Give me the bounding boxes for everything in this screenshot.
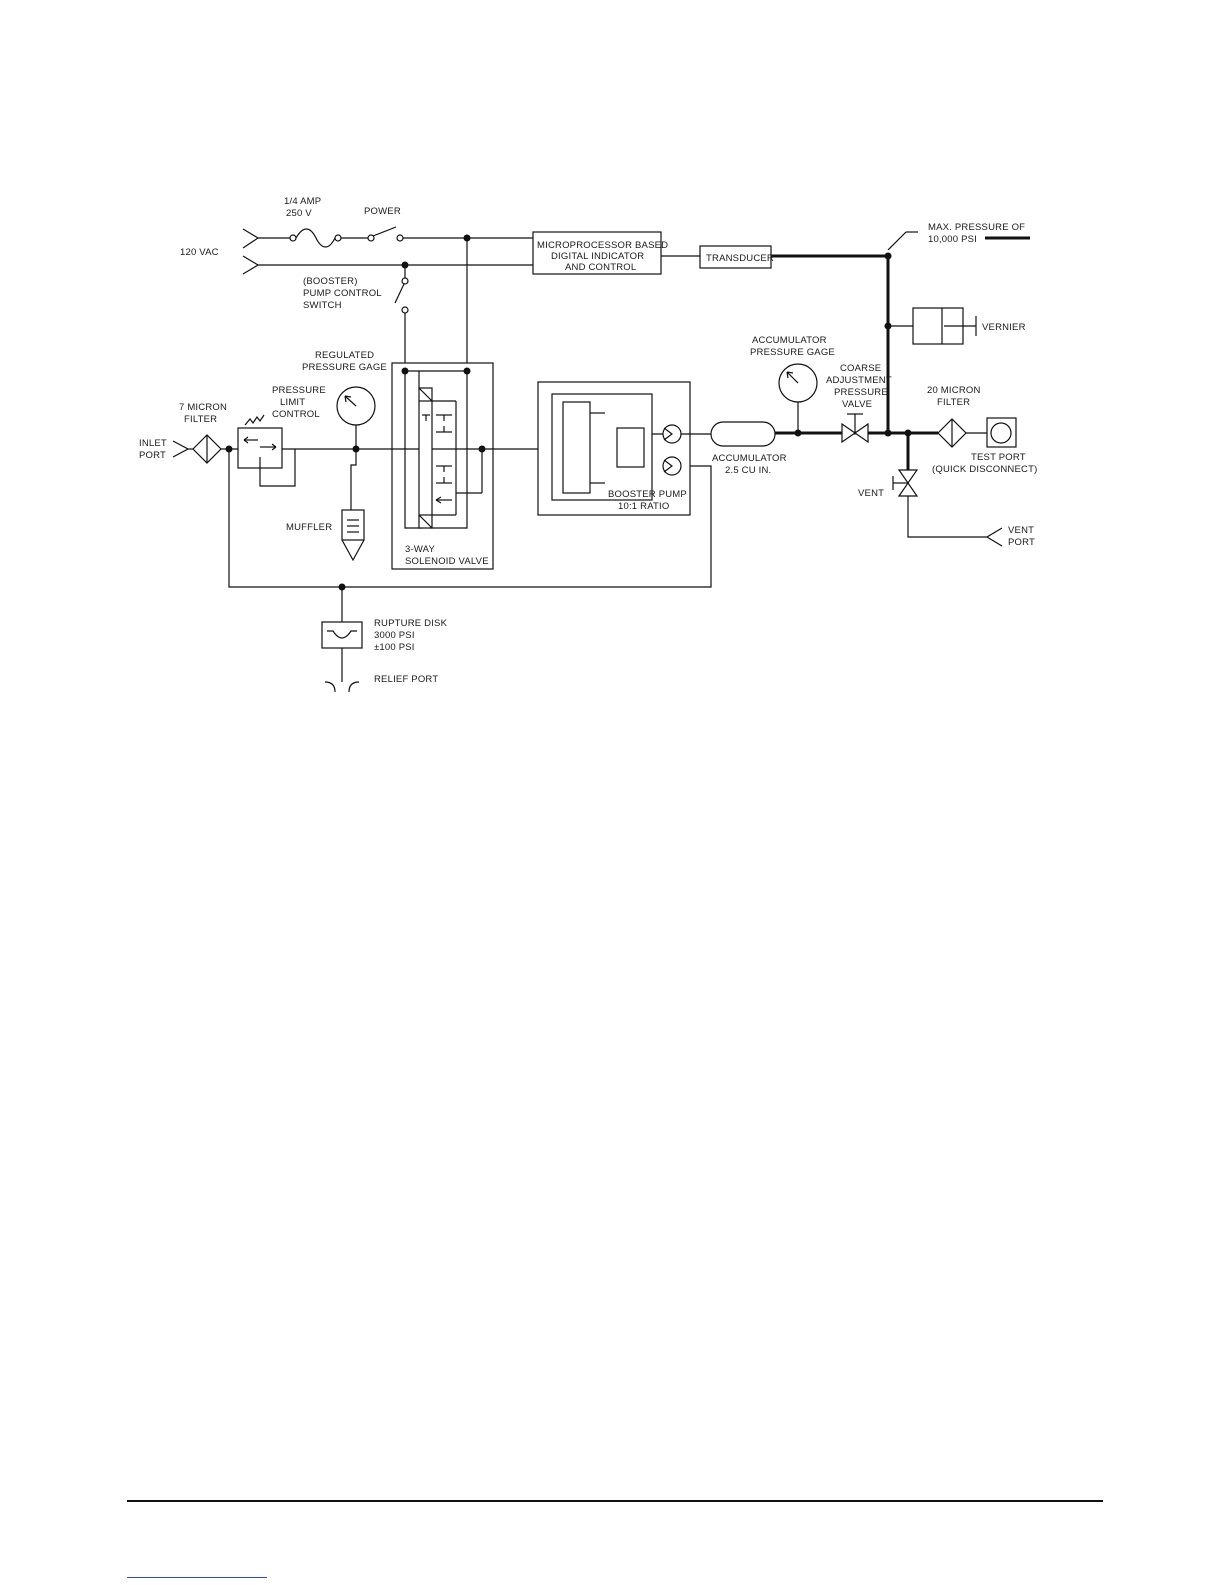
micro-label-1: MICROPROCESSOR BASED	[537, 240, 668, 251]
filter-7-label-2: FILTER	[184, 414, 217, 425]
accumulator-gage-label-2: PRESSURE GAGE	[750, 347, 835, 358]
booster-switch-label-1: (BOOSTER)	[303, 276, 358, 287]
vernier-label: VERNIER	[982, 322, 1026, 333]
inlet-label-2: PORT	[139, 450, 166, 461]
fuse-label-2: 250 V	[286, 208, 312, 219]
return-line	[228, 449, 712, 588]
coarse-valve-label-1: COARSE	[840, 363, 881, 374]
max-pressure-label-2: 10,000 PSI	[928, 234, 977, 245]
main-line	[172, 386, 712, 693]
pressure-limit-label-3: CONTROL	[272, 409, 320, 420]
coarse-valve-label-4: VALVE	[842, 399, 872, 410]
accumulator-section	[710, 363, 1017, 547]
coarse-valve-label-2: ADJUSTMENT	[826, 375, 892, 386]
spring-symbol	[244, 414, 265, 426]
electrical-circuit	[242, 226, 772, 371]
fuse-label-1: 1/4 AMP	[284, 196, 321, 207]
muffler-label: MUFFLER	[286, 522, 332, 533]
vent-port-label-2: PORT	[1008, 537, 1035, 548]
relief-label: RELIEF PORT	[374, 674, 438, 685]
pressure-limit-label-2: LIMIT	[280, 397, 305, 408]
test-port-label-1: TEST PORT	[971, 452, 1026, 463]
solenoid-label-1: 3-WAY	[405, 544, 435, 555]
rupture-disk	[321, 621, 363, 649]
micro-label-2: DIGITAL INDICATOR	[551, 251, 644, 262]
solenoid-valve	[391, 362, 540, 570]
coarse-adjustment-valve	[841, 422, 857, 444]
booster-pump	[537, 381, 711, 516]
power-label: POWER	[364, 206, 401, 217]
pressure-limit-label-1: PRESSURE	[272, 385, 326, 396]
accumulator	[710, 421, 776, 447]
vent-port-label-1: VENT	[1008, 525, 1034, 536]
relief-port-symbol	[324, 681, 360, 693]
transducer-label: TRANSDUCER	[706, 253, 774, 264]
max-pressure-label-1: MAX. PRESSURE OF	[928, 222, 1025, 233]
accumulator-label-1: ACCUMULATOR	[712, 453, 787, 464]
fuse-symbol	[295, 228, 336, 248]
rupture-label-1: RUPTURE DISK	[374, 618, 448, 629]
inlet-label-1: INLET	[139, 438, 167, 449]
filter-20-label-1: 20 MICRON	[927, 385, 981, 396]
rupture-label-3: ±100 PSI	[374, 642, 415, 653]
booster-pump-label-1: BOOSTER PUMP	[608, 489, 687, 500]
power-switch-contact	[367, 234, 375, 242]
filter-7-label-1: 7 MICRON	[179, 402, 227, 413]
booster-switch-label-2: PUMP CONTROL	[303, 288, 382, 299]
microprocessor-box	[532, 231, 662, 275]
vent-valve	[897, 469, 919, 485]
rupture-label-2: 3000 PSI	[374, 630, 415, 641]
micro-label-3: AND CONTROL	[565, 262, 636, 273]
vent-port-symbol	[985, 527, 1003, 547]
coarse-valve-label-3: PRESSURE	[834, 387, 888, 398]
booster-switch-lever	[394, 283, 405, 304]
plug-terminal-bottom	[242, 255, 260, 275]
regulated-gage-label-1: REGULATED	[315, 350, 374, 361]
vent-label: VENT	[858, 488, 884, 499]
solenoid-label-2: SOLENOID VALVE	[405, 556, 489, 567]
vac-label: 120 VAC	[180, 247, 219, 258]
labels: 1/4 AMP 250 V POWER 120 VAC (BOOSTER) PU…	[139, 196, 1037, 685]
inlet-port-symbol	[172, 440, 190, 458]
booster-switch-label-3: SWITCH	[303, 300, 342, 311]
filter-20-label-2: FILTER	[937, 397, 970, 408]
footer-rule	[127, 1500, 1103, 1502]
booster-pump-label-2: 10:1 RATIO	[618, 501, 669, 512]
test-port-label-2: (QUICK DISCONNECT)	[932, 464, 1037, 475]
accumulator-gage-label-1: ACCUMULATOR	[752, 335, 827, 346]
max-pressure-leader	[887, 231, 907, 251]
vernier	[888, 307, 977, 345]
accumulator-label-2: 2.5 CU IN.	[725, 465, 771, 476]
regulated-gage-label-2: PRESSURE GAGE	[302, 362, 387, 373]
power-switch-lever	[372, 226, 397, 237]
plug-terminal-top	[242, 228, 260, 249]
footer-link-underline[interactable]	[127, 1577, 267, 1578]
muffler	[341, 509, 365, 541]
